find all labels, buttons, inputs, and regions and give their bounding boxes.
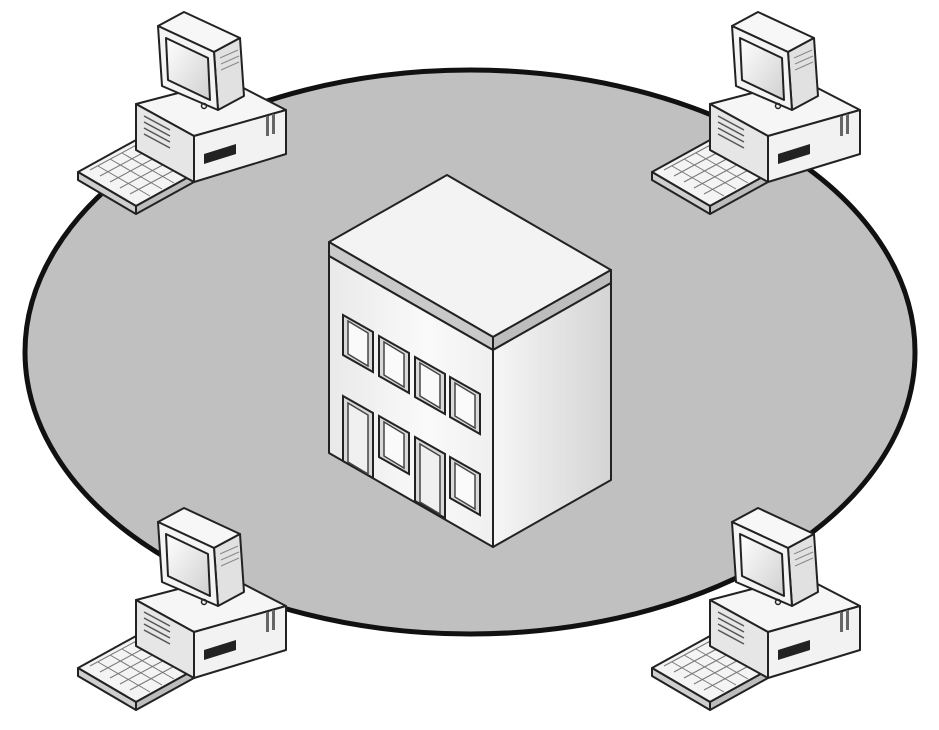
building-windows-upper (342, 313, 481, 436)
office-building-icon (328, 174, 612, 548)
building-windows-lower (342, 394, 481, 520)
